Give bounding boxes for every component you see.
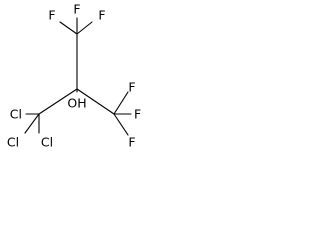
- bond-cf3-right-to-f-lower: [113, 113, 129, 136]
- atom-cl-middle: Cl: [7, 135, 19, 150]
- atom-cl-upper: Cl: [10, 107, 22, 122]
- atom-hydroxyl: OH: [67, 96, 86, 111]
- atom-f-right-lower: F: [128, 135, 135, 150]
- bond-cf3-top-to-f-top-left: [59, 21, 78, 35]
- atom-cl-lower: Cl: [41, 135, 53, 150]
- bond-central-to-cf3-right: [76, 88, 115, 115]
- atom-f-right-upper: F: [128, 80, 135, 95]
- atom-f-top-right: F: [98, 8, 105, 23]
- bond-cf3-right-to-f-upper: [113, 91, 129, 115]
- atom-f-top-center: F: [73, 2, 80, 17]
- bond-central-to-ccl3: [38, 88, 78, 115]
- atom-f-top-left: F: [48, 8, 55, 23]
- atom-f-right-middle: F: [134, 107, 141, 122]
- structure-diagram: F F F Cl Cl Cl OH F F F: [7, 2, 141, 150]
- bond-cf3-top-to-f-top-right: [76, 21, 93, 35]
- bond-ccl3-to-cl-middle: [24, 113, 40, 134]
